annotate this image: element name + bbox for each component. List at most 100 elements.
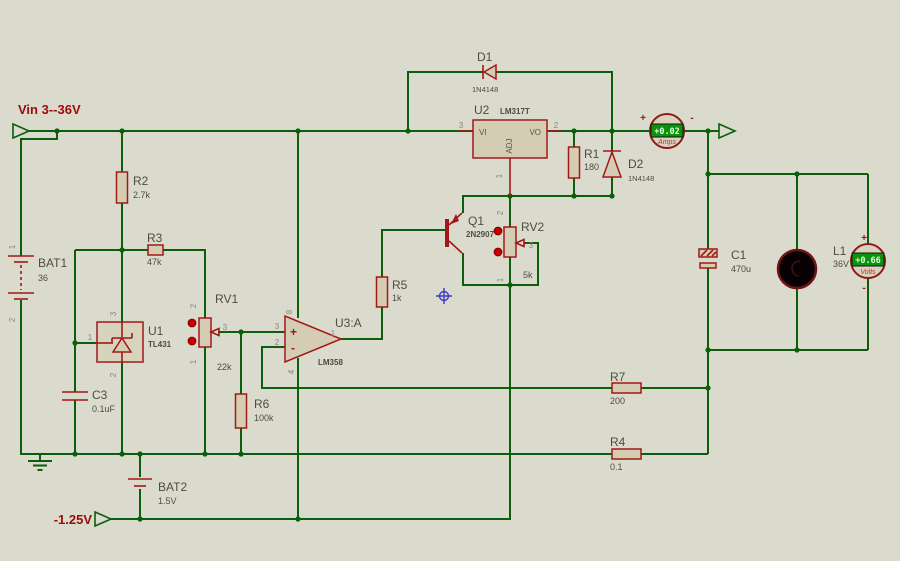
rv2-adjust-up-button[interactable] <box>493 226 503 236</box>
rv1-pin3-number: 3 <box>223 323 228 332</box>
u2-pin-vo-label: VO <box>529 128 541 137</box>
c3-ref: C3 <box>92 388 108 402</box>
lamp-l1[interactable] <box>776 248 818 290</box>
resistor-r5[interactable] <box>375 276 389 308</box>
rv2-ref: RV2 <box>521 220 544 234</box>
wire <box>20 131 58 256</box>
ammeter-reading: +0.02 <box>654 127 680 137</box>
u3-pin3-number: 3 <box>275 322 280 331</box>
u2-pin-vi-label: VI <box>479 128 487 137</box>
u1-pin1-number: 1 <box>88 333 93 342</box>
bat2-value: 1.5V <box>158 496 177 506</box>
bat1-pin2-number: 2 <box>8 317 17 322</box>
transistor-q1[interactable] <box>445 212 463 254</box>
bat1-ref: BAT1 <box>38 256 67 270</box>
r6-ref: R6 <box>254 397 270 411</box>
resistor-r1[interactable] <box>567 146 581 179</box>
rv2-pin3-number: 3 <box>529 241 534 250</box>
u2-ref: U2 <box>474 103 490 117</box>
rv2-pin2-number: 2 <box>496 210 505 215</box>
ammeter-plus: + <box>640 113 646 124</box>
r1-ref: R1 <box>584 147 600 161</box>
shunt-regulator-u1[interactable] <box>96 321 144 363</box>
u1-ref: U1 <box>148 324 164 338</box>
potentiometer-rv1[interactable] <box>187 317 220 348</box>
potentiometer-rv2[interactable] <box>493 226 525 258</box>
voltmeter-unit: Volts <box>860 269 876 276</box>
wire <box>462 242 539 286</box>
u3-pin8-number: 8 <box>285 309 294 314</box>
diode-d2[interactable] <box>601 149 623 178</box>
origin-marker-icon <box>436 288 452 304</box>
wire <box>20 300 612 455</box>
r2-value: 2.7k <box>133 190 151 200</box>
rv1-adjust-down-button[interactable] <box>187 336 197 346</box>
rv1-pin2-number: 2 <box>189 303 198 308</box>
battery-bat1[interactable] <box>8 255 34 300</box>
c1-ref: C1 <box>731 248 747 262</box>
u2-value: LM317T <box>500 107 530 116</box>
negative-rail-terminal[interactable] <box>94 510 113 528</box>
u2-pin1-number: 1 <box>495 173 504 178</box>
bat1-pin1-number: 1 <box>8 244 17 249</box>
voltmeter-minus: - <box>862 283 865 294</box>
battery-bat2[interactable] <box>128 478 152 487</box>
resistor-r2[interactable] <box>115 171 129 204</box>
ammeter-minus: - <box>690 113 693 124</box>
r5-value: 1k <box>392 293 402 303</box>
vneg-net-label: -1.25V <box>54 512 93 527</box>
opamp-u3a[interactable] <box>284 314 343 364</box>
rv1-pin1-number: 1 <box>189 359 198 364</box>
wire <box>341 307 383 340</box>
d2-ref: D2 <box>628 157 644 171</box>
c1-value: 470u <box>731 264 751 274</box>
l1-ref: L1 <box>833 244 847 258</box>
bat1-value: 36 <box>38 273 48 283</box>
rv1-ref: RV1 <box>215 292 238 306</box>
wire <box>496 71 613 131</box>
wire-net <box>20 71 869 520</box>
resistor-r6[interactable] <box>234 393 248 429</box>
d1-ref: D1 <box>477 50 493 64</box>
junction-dots <box>54 128 800 522</box>
capacitor-c3[interactable] <box>62 391 88 401</box>
voltmeter[interactable]: +0.66 Volts <box>850 243 886 279</box>
voltmeter-reading: +0.66 <box>855 256 881 266</box>
u3-ref: U3:A <box>335 316 362 330</box>
output-terminal[interactable] <box>718 122 737 140</box>
r6-value: 100k <box>254 413 274 423</box>
diode-d1[interactable] <box>482 63 497 81</box>
d1-value: 1N4148 <box>472 85 498 94</box>
u2-pin-adj-label: ADJ <box>505 138 514 153</box>
capacitor-c1[interactable] <box>698 248 718 269</box>
u2-pin2-number: 2 <box>554 121 559 130</box>
r4-value: 0.1 <box>610 462 623 472</box>
d2-value: 1N4148 <box>628 174 654 183</box>
ammeter[interactable]: +0.02 Amps <box>649 113 685 149</box>
u2-pin3-number: 3 <box>459 121 464 130</box>
resistor-r7[interactable] <box>611 382 642 394</box>
vin-net-label: Vin 3--36V <box>18 102 81 117</box>
ground-symbol <box>28 454 52 471</box>
wire <box>462 195 612 213</box>
c3-value: 0.1uF <box>92 404 116 414</box>
wire <box>163 249 206 318</box>
r1-value: 180 <box>584 162 599 172</box>
ammeter-unit: Amps <box>657 139 676 146</box>
rv1-value: 22k <box>217 362 232 372</box>
input-terminal[interactable] <box>12 122 31 140</box>
u3-pin1-number: 1 <box>331 329 336 338</box>
rv2-pin1-number: 1 <box>496 277 505 282</box>
u3-pin2-number: 2 <box>275 338 280 347</box>
resistor-r3[interactable] <box>147 244 164 256</box>
r4-ref: R4 <box>610 435 626 449</box>
r3-ref: R3 <box>147 231 163 245</box>
rv2-adjust-down-button[interactable] <box>493 247 503 257</box>
opamp-plus-sign: + <box>290 325 297 339</box>
wire <box>110 285 511 520</box>
resistor-r4[interactable] <box>611 448 642 460</box>
u1-value: TL431 <box>148 340 172 349</box>
regulator-u2[interactable] <box>458 119 562 195</box>
l1-value: 36V <box>833 259 849 269</box>
rv1-adjust-up-button[interactable] <box>187 318 197 328</box>
